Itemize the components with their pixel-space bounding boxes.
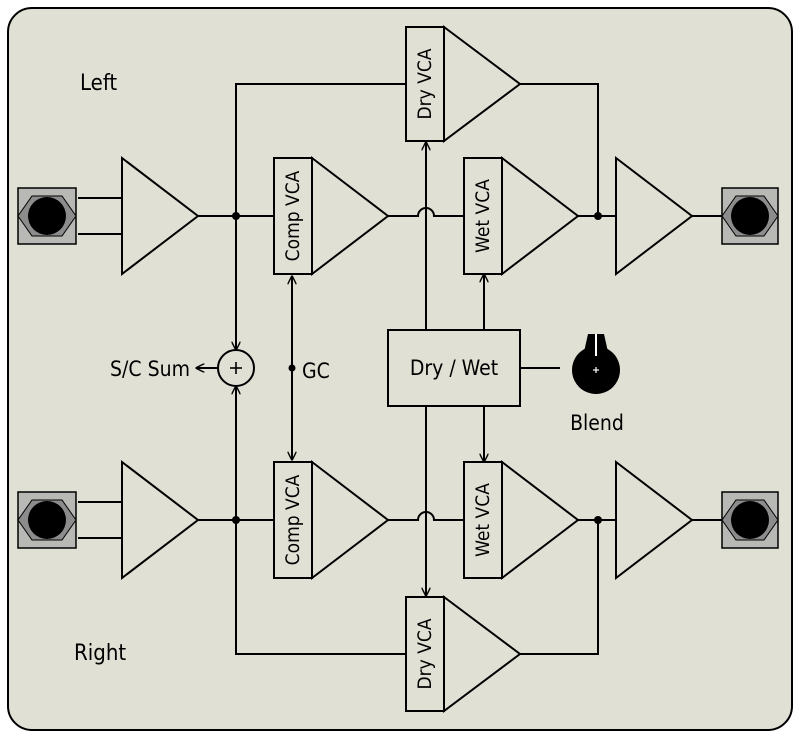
right-comp-vca: Comp VCA bbox=[273, 459, 390, 581]
left-input-buffer bbox=[121, 155, 200, 277]
blend-knob-icon[interactable] bbox=[572, 334, 620, 394]
left-comp-vca-label: Comp VCA bbox=[282, 170, 304, 261]
summer-plus-icon bbox=[217, 349, 255, 387]
right-comp-vca-label: Comp VCA bbox=[282, 474, 304, 565]
left-output-jack-icon[interactable] bbox=[721, 187, 779, 245]
left-wet-vca: Wet VCA bbox=[463, 155, 580, 277]
left-channel-label: Left bbox=[80, 71, 117, 96]
right-input-jack-icon[interactable] bbox=[17, 491, 77, 549]
junction-dots bbox=[232, 212, 602, 524]
left-dry-vca-label: Dry VCA bbox=[414, 48, 436, 119]
right-dry-vca: Dry VCA bbox=[405, 595, 522, 713]
right-channel-label: Right bbox=[74, 641, 126, 666]
left-comp-vca: Comp VCA bbox=[273, 155, 390, 277]
left-dry-vca: Dry VCA bbox=[405, 25, 522, 143]
dry-wet-label: Dry / Wet bbox=[410, 356, 498, 380]
blend-label: Blend bbox=[570, 411, 624, 435]
gc-label: GC bbox=[302, 359, 330, 383]
right-output-buffer bbox=[615, 459, 694, 581]
right-output-jack-icon[interactable] bbox=[721, 491, 779, 549]
dry-wet-box: Dry / Wet bbox=[387, 329, 521, 407]
right-dry-vca-label: Dry VCA bbox=[414, 618, 436, 689]
left-input-jack-icon[interactable] bbox=[17, 187, 77, 245]
right-wet-vca: Wet VCA bbox=[463, 459, 580, 581]
right-input-buffer bbox=[121, 459, 200, 581]
sc-sum-label: S/C Sum bbox=[110, 357, 190, 381]
left-output-buffer bbox=[615, 155, 694, 277]
left-wet-vca-label: Wet VCA bbox=[472, 179, 494, 253]
right-wet-vca-label: Wet VCA bbox=[472, 483, 494, 557]
